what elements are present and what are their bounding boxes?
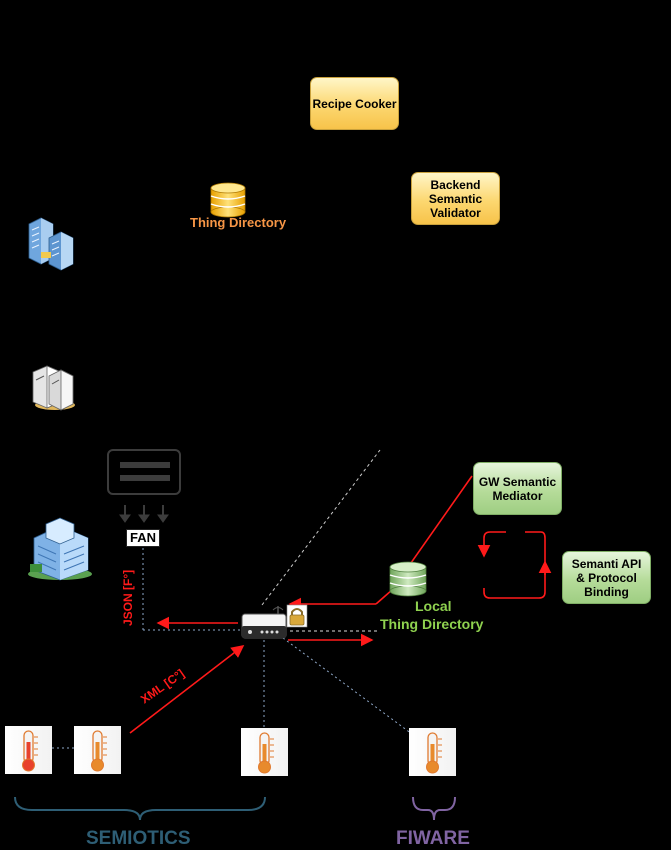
semiotics-brace bbox=[14, 796, 266, 821]
fiware-label: FIWARE bbox=[396, 828, 470, 849]
gw-semantic-mediator-box: GW Semantic Mediator bbox=[473, 462, 562, 515]
backend-semantic-validator-box: Backend Semantic Validator bbox=[411, 172, 500, 225]
gateway-router-icon bbox=[241, 606, 287, 639]
backend-semantic-validator-label: Backend Semantic Validator bbox=[428, 177, 483, 220]
fiware-brace bbox=[412, 796, 456, 821]
local-thing-directory-label-line1: Local bbox=[415, 598, 452, 614]
thermometer-sensor-icon bbox=[409, 728, 456, 776]
dotted-connectors bbox=[52, 548, 413, 749]
semantic-api-binding-label: Semanti API & Protocol Binding bbox=[571, 556, 642, 599]
database-icon bbox=[210, 182, 246, 218]
padlock-icon bbox=[286, 604, 308, 628]
thermometer-sensor-icon bbox=[5, 726, 52, 774]
red-arrows bbox=[129, 475, 552, 734]
thing-directory-label: Thing Directory bbox=[190, 215, 287, 230]
server-rack-icon bbox=[32, 365, 75, 411]
semantic-api-binding-box: Semanti API & Protocol Binding bbox=[562, 551, 651, 604]
server-buildings-icon bbox=[28, 217, 74, 271]
gw-semantic-mediator-label: GW Semantic Mediator bbox=[478, 474, 557, 503]
recipe-cooker-label: Recipe Cooker bbox=[312, 96, 397, 111]
json-label: JSON [F°] bbox=[121, 569, 135, 626]
fan-label: FAN bbox=[126, 529, 160, 547]
recipe-cooker-box: Recipe Cooker bbox=[310, 77, 399, 130]
local-thing-directory-label-line2: Thing Directory bbox=[380, 616, 484, 632]
thermometer-sensor-icon bbox=[74, 726, 121, 774]
semiotics-label: SEMIOTICS bbox=[86, 828, 191, 849]
white-dashed-divider bbox=[261, 449, 381, 606]
database-icon bbox=[389, 561, 427, 597]
thermometer-sensor-icon bbox=[241, 728, 288, 776]
office-building-icon bbox=[28, 517, 92, 581]
fan-device-icon bbox=[107, 449, 181, 523]
